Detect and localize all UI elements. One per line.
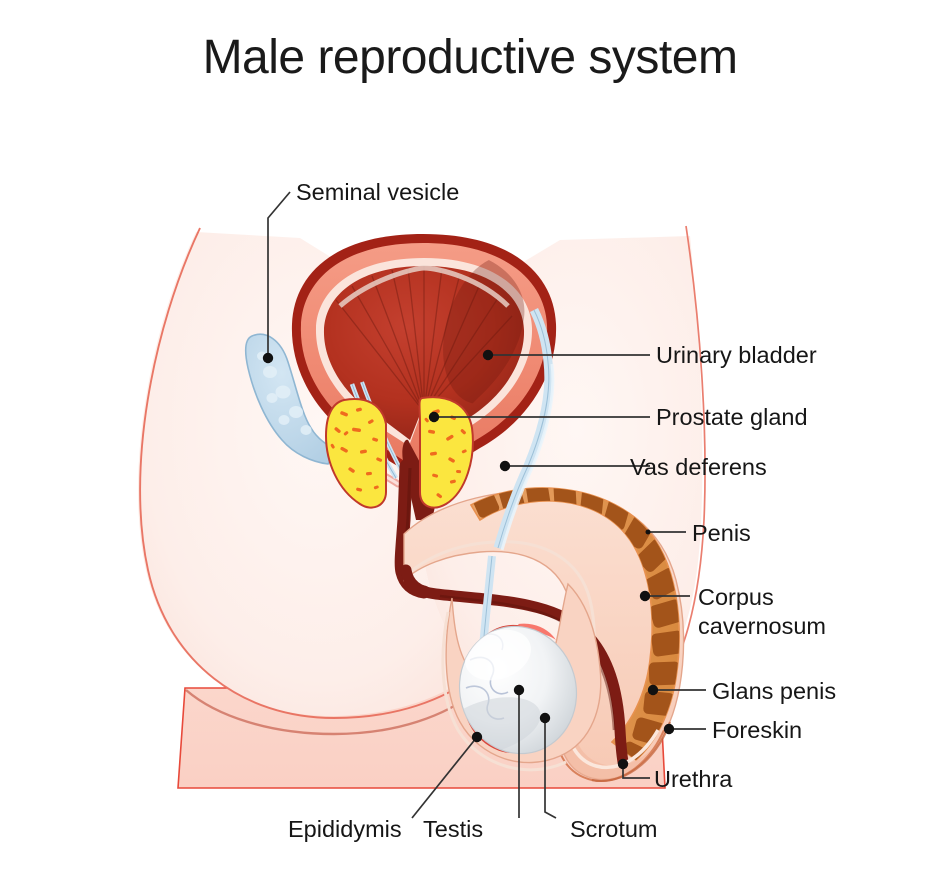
dot-urethra: [617, 758, 629, 770]
dot-prostate-gland: [428, 411, 440, 423]
label-vas-deferens: Vas deferens: [630, 454, 767, 480]
page-title: Male reproductive system: [202, 31, 738, 84]
label-penis: Penis: [692, 520, 751, 546]
dot-glans-penis: [647, 684, 659, 696]
label-corpus-cavernosum-line2: cavernosum: [698, 613, 826, 639]
dot-scrotum: [539, 712, 551, 724]
dot-corpus-cavernosum: [639, 590, 651, 602]
dot-vas-deferens: [499, 460, 511, 472]
leader-lines: [267, 191, 706, 819]
label-seminal-vesicle: Seminal vesicle: [296, 179, 460, 205]
dot-epididymis: [471, 731, 483, 743]
dot-foreskin: [663, 723, 675, 735]
label-prostate-gland: Prostate gland: [656, 404, 808, 430]
label-urinary-bladder: Urinary bladder: [656, 342, 817, 368]
vas-deferens: [493, 307, 555, 551]
label-epididymis: Epididymis: [288, 816, 402, 842]
label-glans-penis: Glans penis: [712, 678, 837, 704]
label-urethra: Urethra: [654, 766, 733, 792]
label-foreskin: Foreskin: [712, 717, 803, 743]
label-corpus-cavernosum-line1: Corpus: [698, 584, 774, 610]
dot-testis: [513, 684, 525, 696]
dot-seminal-vesicle: [262, 352, 274, 364]
label-testis: Testis: [423, 816, 484, 842]
dot-penis: [645, 529, 651, 535]
leader-dots: [262, 349, 675, 770]
label-scrotum: Scrotum: [570, 816, 658, 842]
dot-urinary-bladder: [482, 349, 494, 361]
